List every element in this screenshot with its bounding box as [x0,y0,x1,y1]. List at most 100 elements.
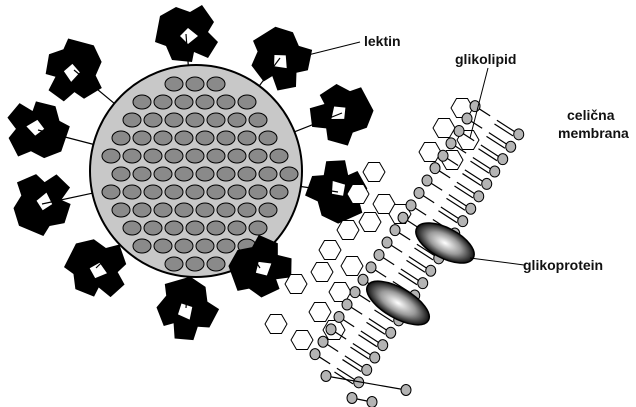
lipid-head [422,175,432,186]
lipid-head [382,237,392,248]
lipid-tail [441,207,459,219]
lipid-tail [462,174,480,186]
cell-dot [238,95,256,109]
lipid-tail [326,376,406,390]
lipid-head [438,150,448,161]
sugar-hexagon [419,143,441,162]
sugar-hexagon [291,331,313,350]
lipid-tail [342,319,354,327]
cell-dot [186,149,204,163]
lipid-head [378,340,388,351]
cell-dot [175,239,193,253]
lipid-tail [374,270,386,278]
lipid-tail [449,195,467,207]
cell-dot [270,149,288,163]
cell-dot [186,113,204,127]
lipid-head [482,178,492,189]
lipid-head [430,163,440,174]
lipid-tail [430,183,442,191]
lipid-tail [326,344,338,352]
lipid-tail [494,124,512,136]
lipid-tail [457,182,475,194]
cell-dot [228,113,246,127]
cell-dot [133,131,151,145]
lipid-tail [465,170,483,182]
lectin-blob [147,267,226,349]
lipid-tail [350,347,368,359]
label-glycolipid: glikolipid [455,51,516,67]
cell-dot [123,149,141,163]
sugar-hexagon [285,275,307,294]
cell-dot [207,77,225,91]
cell-dot [217,167,235,181]
cell-dot [228,221,246,235]
lipid-head [326,324,336,335]
cell-dot [196,167,214,181]
cell-dot [280,167,298,181]
glycoprotein-upper [410,215,481,272]
lipid-head [506,141,516,152]
cell-dot [154,239,172,253]
cell-dot [249,185,267,199]
cell-dot [207,185,225,199]
lipid-head [514,129,524,140]
cell-dot [165,77,183,91]
lipid-head [458,216,468,227]
cell-dot [207,113,225,127]
lipid-tail [409,257,427,269]
lectin-blob [2,98,72,163]
lipid-head [466,203,476,214]
lipid-tail [406,220,418,228]
cell-dot [207,257,225,271]
cell-dot [112,203,130,217]
lipid-tail [318,356,330,364]
leader-lines [296,42,524,265]
cell-dot [165,113,183,127]
sugar-hexagon [319,241,341,260]
cell-dot [144,149,162,163]
free-lipid [347,393,377,407]
cell-dot [196,131,214,145]
cell-dot [154,131,172,145]
cell-dot [144,221,162,235]
lipid-head [446,138,456,149]
cell-dot [175,167,193,181]
sugar-hexagon [347,185,369,204]
lipid-tail [414,208,426,216]
lipid-head [426,265,436,276]
lipid-tail [478,149,496,161]
lipid-head [362,364,372,375]
sugar-hexagon [363,163,385,182]
lectin-blob [155,5,218,62]
cell-dot [207,221,225,235]
lipid-head [310,349,320,360]
cell-dot [186,221,204,235]
lipid-head [414,187,424,198]
cell-dot [165,221,183,235]
lipid-tail [478,108,490,116]
lipid-tail [422,195,434,203]
lectin-shape [7,167,76,240]
cell-dot [270,185,288,199]
cell-dot [144,113,162,127]
lipid-head [367,397,377,407]
cell-dot [154,95,172,109]
lipid-head [358,274,368,285]
cell-dot [259,131,277,145]
lectin-shape [155,5,218,62]
cell-dot [144,185,162,199]
sugar-hexagon [265,315,287,334]
sugar-hexagon [311,263,333,282]
lipid-tail [350,307,362,315]
cell-dot [186,185,204,199]
glycoproteins [360,215,480,334]
lipid-head [454,125,464,136]
sugar-hexagon [337,221,359,240]
lipid-tail [454,186,472,198]
cell-dot [217,131,235,145]
lipid-head [474,191,484,202]
lipid-tail [366,322,384,334]
membrane-lipids [310,101,524,407]
cell-dot [133,203,151,217]
